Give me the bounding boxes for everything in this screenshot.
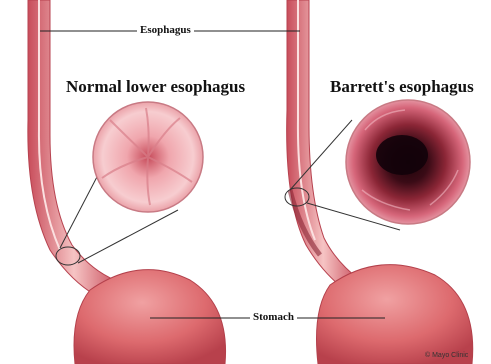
stomach-label: Stomach	[250, 312, 297, 323]
normal-callout	[56, 102, 203, 265]
copyright-credit: © Mayo Clinic	[425, 352, 468, 359]
normal-lower-esophagus-title: Normal lower esophagus	[66, 78, 245, 95]
esophagus-label: Esophagus	[137, 25, 194, 36]
right-stomach	[317, 265, 473, 364]
barretts-esophagus-title: Barrett's esophagus	[330, 78, 474, 95]
